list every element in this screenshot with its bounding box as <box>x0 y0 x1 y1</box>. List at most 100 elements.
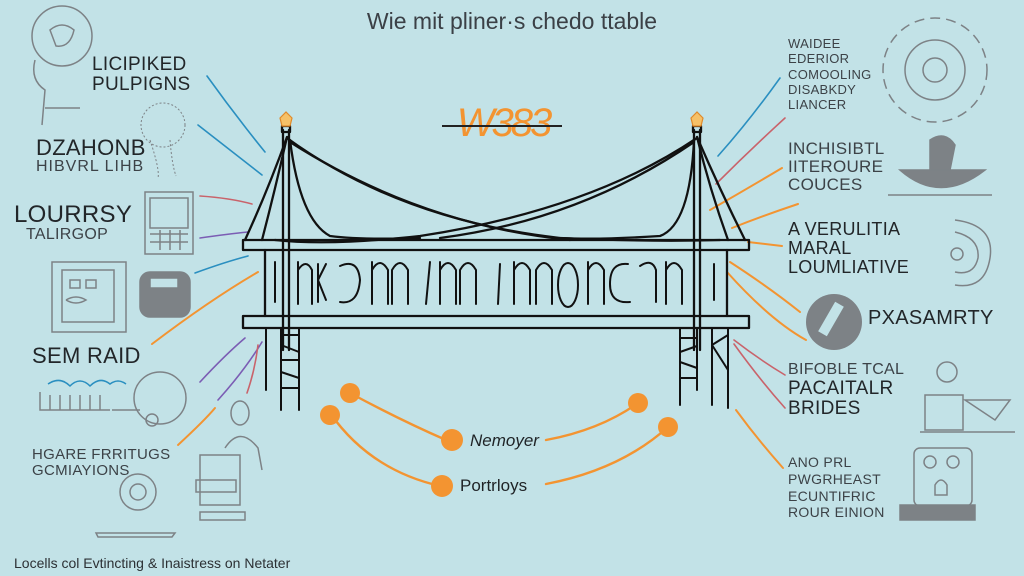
label-line: LICIPIKED <box>92 54 187 75</box>
node-link <box>544 425 670 486</box>
logo-strike-line <box>442 125 562 127</box>
node-dot <box>320 405 340 425</box>
label-line: A VERULITIA <box>788 219 901 239</box>
right-label-3: A VERULITIA MARAL LOUMLIATIVE <box>788 220 909 277</box>
brain-tree-icon <box>140 102 186 179</box>
connector-line <box>733 339 786 376</box>
lower-lattice <box>265 327 729 411</box>
label-line: TALIRGOP <box>26 226 109 244</box>
upper-deck <box>241 238 751 252</box>
map-frame-icon <box>51 261 127 333</box>
usb-device-icon <box>806 294 862 350</box>
label-line: LOURRSY <box>14 201 133 228</box>
label-line: ECUNTIFRIC <box>788 487 876 504</box>
connector-line <box>199 337 246 383</box>
connector-line <box>246 344 259 394</box>
node-dot <box>628 393 648 413</box>
label-line: PACAITALR <box>788 377 894 399</box>
label-line: COMOOLING <box>788 66 872 82</box>
robot-appliance-icon <box>899 447 976 521</box>
connector-line <box>199 195 253 205</box>
logo-text: W383 <box>456 101 553 145</box>
right-label-4: PXASAMRTY <box>868 308 994 329</box>
left-label-5: HGARE FRRITUGS GCMIAYIONS <box>32 447 170 479</box>
node-dot <box>658 417 678 437</box>
connector-line <box>151 271 259 345</box>
label-line: SEM RAID <box>32 343 141 368</box>
node-label-nemoyer: Nemoyer <box>470 431 539 450</box>
right-label-5: BIFOBLE TCAL PACAITALR BRIDES <box>788 361 905 419</box>
label-line: GCMIAYIONS <box>32 461 130 479</box>
footer-caption: Locells col Evtincting & Inaistress on N… <box>14 555 291 571</box>
spiral-icon <box>950 219 992 287</box>
label-line: ANO PRL <box>788 454 852 470</box>
person-icon <box>224 400 263 471</box>
label-line: WAIDEE <box>788 36 841 51</box>
label-line: PWGRHEAST <box>788 470 881 487</box>
label-line: ROUR EINION <box>788 504 885 521</box>
right-label-6: ANO PRL PWGRHEAST ECUNTIFRIC ROUR EINION <box>788 454 885 521</box>
label-line: DZAHONB <box>36 135 146 160</box>
label-line: LIANCER <box>788 97 847 113</box>
tower-lanterns <box>279 111 704 127</box>
waveform-icon <box>47 379 127 388</box>
ruler-icon <box>39 392 110 411</box>
connector-line <box>733 343 786 409</box>
lower-deck <box>241 314 751 330</box>
label-line: EDERIOR <box>788 51 850 67</box>
label-line: COUCES <box>788 174 863 194</box>
connector-line <box>217 341 263 401</box>
right-label-1: WAIDEE EDERIOR COMOOLING DISABKDY LIANCE… <box>788 36 872 113</box>
label-line: HGARE FRRITUGS <box>32 446 171 463</box>
node-link <box>544 401 640 442</box>
node-link <box>348 391 448 442</box>
left-label-3: LOURRSY TALIRGOP <box>14 202 132 244</box>
diagram-title: Wie mit pliner·s chedo ttable <box>366 8 658 34</box>
label-line: DISABKDY <box>788 81 857 97</box>
left-label-2: DZAHONB HIBVRL LIHB <box>36 136 146 176</box>
connector-line <box>726 271 807 341</box>
connector-line <box>729 261 801 313</box>
right-label-2: INCHISIBTL IITEROURE COUCES <box>788 140 885 194</box>
label-line: BIFOBLE TCAL <box>788 361 905 378</box>
railing-glyphs <box>274 261 715 308</box>
node-dot <box>431 475 453 497</box>
label-line: IITEROURE <box>788 156 884 176</box>
tablet-icon <box>144 191 194 255</box>
left-sketches <box>31 5 263 538</box>
globe-head-icon <box>31 5 93 126</box>
left-label-1: LICIPIKED PULPIGNS <box>92 55 191 95</box>
connector-line <box>177 407 216 446</box>
node-link <box>328 411 442 488</box>
node-dot <box>340 383 360 403</box>
left-label-4: SEM RAID <box>32 344 141 367</box>
right-sketches <box>806 17 1015 521</box>
right-connector-lines <box>709 77 807 469</box>
label-line: PULPIGNS <box>92 73 191 95</box>
node-dots <box>320 383 678 497</box>
cooking-pot-icon <box>888 135 992 196</box>
stacked-books-icon <box>195 454 246 521</box>
connector-line <box>194 255 249 274</box>
node-dot <box>441 429 463 451</box>
radio-device-icon <box>139 271 191 318</box>
label-line: INCHISIBTL <box>788 139 885 158</box>
gear-cycle-icon <box>882 17 988 123</box>
eye-on-book-icon <box>94 473 177 538</box>
connector-line <box>747 241 783 247</box>
label-line: LOUMLIATIVE <box>788 256 909 277</box>
center-logo: W383 <box>438 97 568 149</box>
node-label-portrloys: Portrloys <box>460 476 528 495</box>
connector-line <box>197 124 263 176</box>
connector-line <box>206 75 266 153</box>
helmet-face-icon <box>112 371 187 427</box>
connector-line <box>717 77 781 157</box>
label-line: HIBVRL LIHB <box>36 158 145 176</box>
label-line: BRIDES <box>788 397 861 419</box>
bridge-drawing <box>241 124 751 411</box>
lantern-icon <box>690 111 704 127</box>
label-line: PXASAMRTY <box>868 307 994 329</box>
lantern-icon <box>279 111 293 127</box>
person-desk-icon <box>920 361 1015 433</box>
